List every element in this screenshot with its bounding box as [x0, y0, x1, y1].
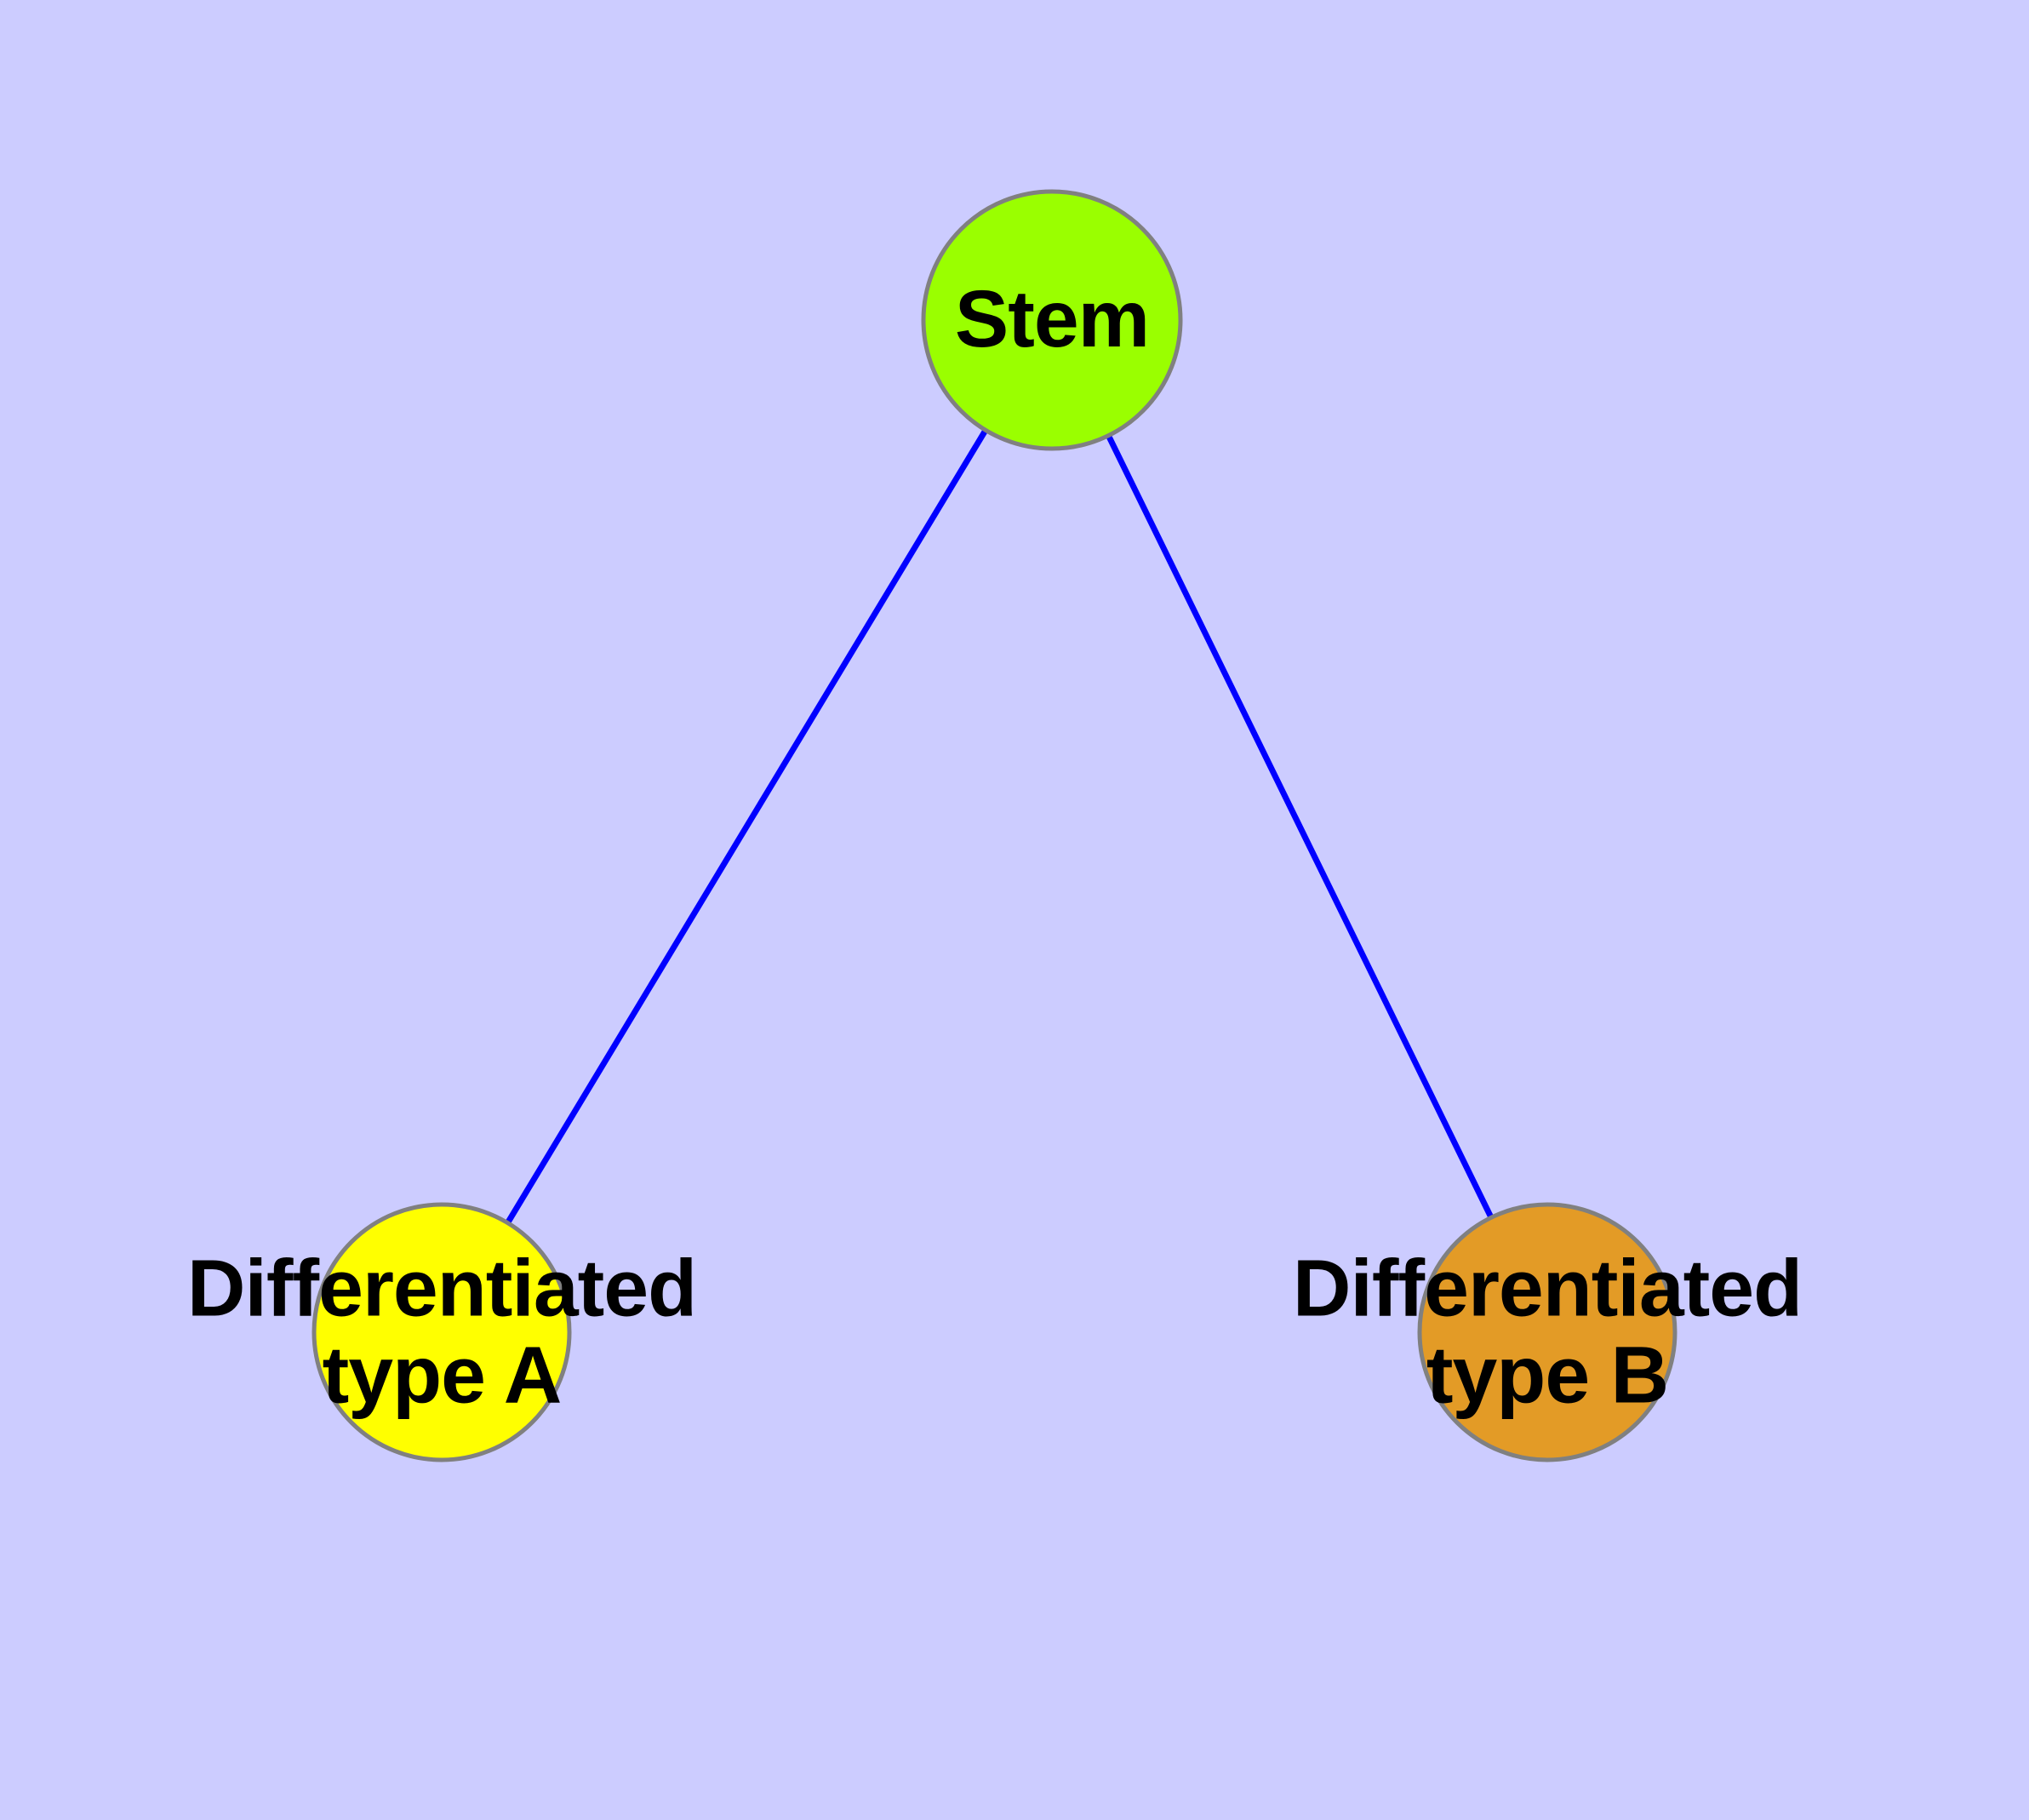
- edge-layer: [439, 318, 1551, 1334]
- edge-stem-to-diff-a[interactable]: [439, 318, 1055, 1334]
- node-differentiated-type-a[interactable]: [311, 1202, 572, 1462]
- node-layer: [311, 189, 1677, 1462]
- edge-stem-to-diff-b[interactable]: [1049, 318, 1551, 1334]
- node-differentiated-type-b[interactable]: [1417, 1202, 1677, 1462]
- node-stem[interactable]: [921, 189, 1183, 451]
